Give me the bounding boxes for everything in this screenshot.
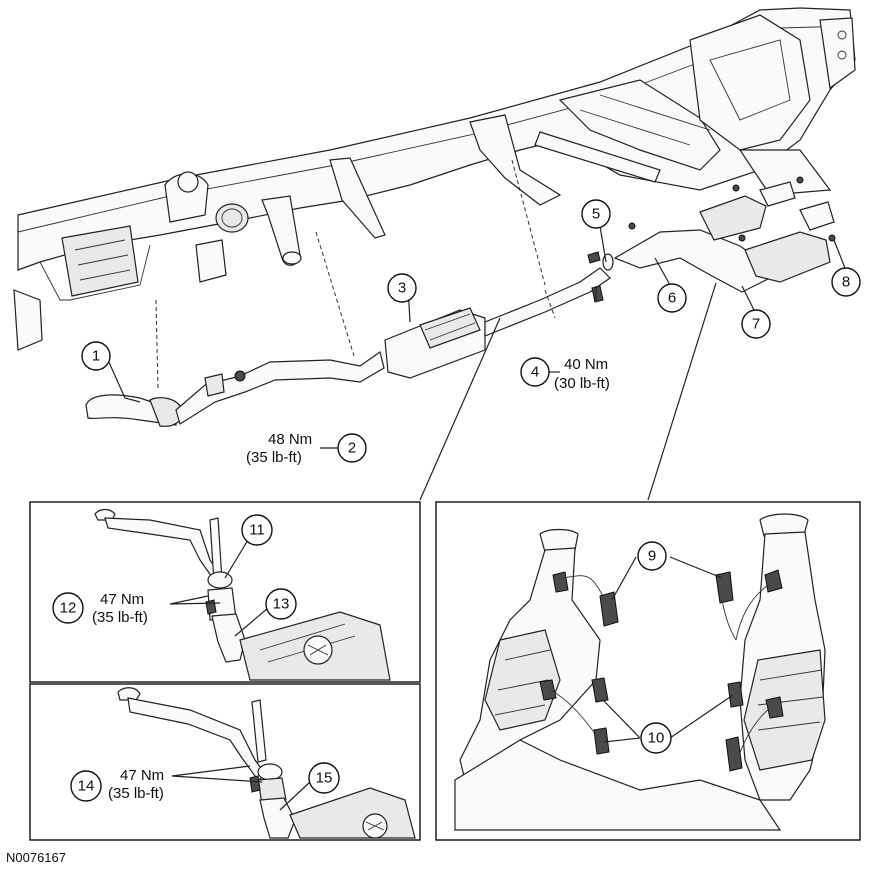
callout-5: 5: [581, 199, 611, 229]
callout-3: 3: [387, 273, 417, 303]
figure-reference-id: N0076167: [6, 850, 66, 865]
svg-text:15: 15: [316, 770, 333, 787]
svg-text:12: 12: [60, 600, 77, 617]
callout-2-torque-nm: 48 Nm: [268, 431, 312, 448]
callout-13: 13: [265, 588, 297, 620]
svg-text:10: 10: [648, 730, 665, 747]
callout-14-torque-nm: 47 Nm: [120, 767, 164, 784]
svg-text:9: 9: [648, 548, 656, 565]
callout-14: 14 47 Nm (35 lb-ft): [70, 767, 164, 802]
svg-text:8: 8: [842, 274, 850, 291]
callout-4-torque-lbft: (30 lb-ft): [554, 375, 610, 392]
callout-15: 15: [308, 762, 340, 794]
svg-text:13: 13: [273, 596, 290, 613]
svg-text:7: 7: [752, 316, 760, 333]
callout-7: 7: [741, 309, 771, 339]
callout-2: 2 48 Nm (35 lb-ft): [246, 431, 367, 466]
svg-text:6: 6: [668, 290, 676, 307]
callout-2-torque-lbft: (35 lb-ft): [246, 449, 302, 466]
callout-4-torque-nm: 40 Nm: [564, 356, 608, 373]
callout-14-torque-lbft: (35 lb-ft): [108, 785, 164, 802]
svg-text:5: 5: [592, 206, 600, 223]
callout-10: 10: [640, 722, 672, 754]
svg-text:4: 4: [531, 364, 539, 381]
callout-12: 12 47 Nm (35 lb-ft): [52, 591, 148, 626]
callout-6: 6: [657, 283, 687, 313]
svg-text:14: 14: [78, 778, 95, 795]
callout-12-torque-lbft: (35 lb-ft): [92, 609, 148, 626]
callout-12-torque-nm: 47 Nm: [100, 591, 144, 608]
svg-text:1: 1: [92, 348, 100, 365]
svg-text:11: 11: [249, 522, 265, 539]
callout-leaders: [107, 213, 846, 811]
detail-box-lower-left: [29, 683, 421, 841]
detail-box-right: [435, 501, 861, 841]
callout-1: 1: [81, 341, 111, 371]
callout-4: 4 40 Nm (30 lb-ft): [520, 356, 610, 392]
callout-9: 9: [637, 541, 667, 571]
svg-text:3: 3: [398, 280, 406, 297]
callout-8: 8: [831, 267, 861, 297]
detail-box-upper-left: [29, 501, 421, 683]
exhaust-pipes: [85, 159, 836, 427]
svg-text:2: 2: [348, 440, 356, 457]
vehicle-frame: [13, 7, 856, 351]
callout-11: 11: [241, 514, 273, 546]
